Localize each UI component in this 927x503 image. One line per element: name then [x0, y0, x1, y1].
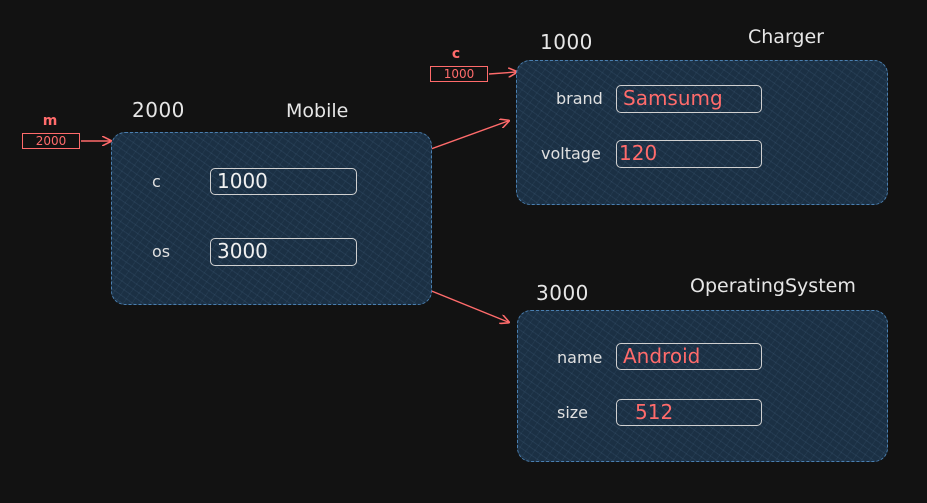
operating-system-field-name-label: name: [557, 348, 603, 367]
charger-address: 1000: [540, 30, 593, 54]
mobile-class-name: Mobile: [286, 100, 349, 122]
operating-system-field-size-label: size: [557, 403, 589, 422]
charger-field-voltage-value: 120: [616, 140, 762, 168]
mobile-object: [111, 132, 432, 305]
operating-system-object: [517, 310, 888, 462]
ref-c-name: c: [451, 46, 461, 62]
arrow-c-ref-to-charger: [488, 72, 516, 74]
mobile-field-c-value: 1000: [210, 168, 357, 195]
ref-m-box: 2000: [22, 133, 80, 149]
charger-field-brand-value: Samsumg: [616, 85, 762, 113]
operating-system-class-name: OperatingSystem: [690, 275, 856, 297]
operating-system-address: 3000: [536, 281, 589, 305]
charger-object: [516, 60, 888, 205]
operating-system-field-name-value: Android: [616, 343, 762, 370]
mobile-address: 2000: [132, 98, 185, 122]
operating-system-field-size-value: 512: [616, 399, 762, 426]
ref-c-box: 1000: [430, 66, 488, 82]
charger-field-voltage-label: voltage: [541, 144, 601, 163]
mobile-field-c-label: c: [152, 172, 161, 191]
mobile-field-os-value: 3000: [210, 238, 357, 266]
mobile-field-os-label: os: [152, 242, 171, 261]
ref-m-name: m: [42, 113, 58, 129]
charger-field-brand-label: brand: [556, 89, 603, 108]
charger-class-name: Charger: [748, 26, 824, 48]
